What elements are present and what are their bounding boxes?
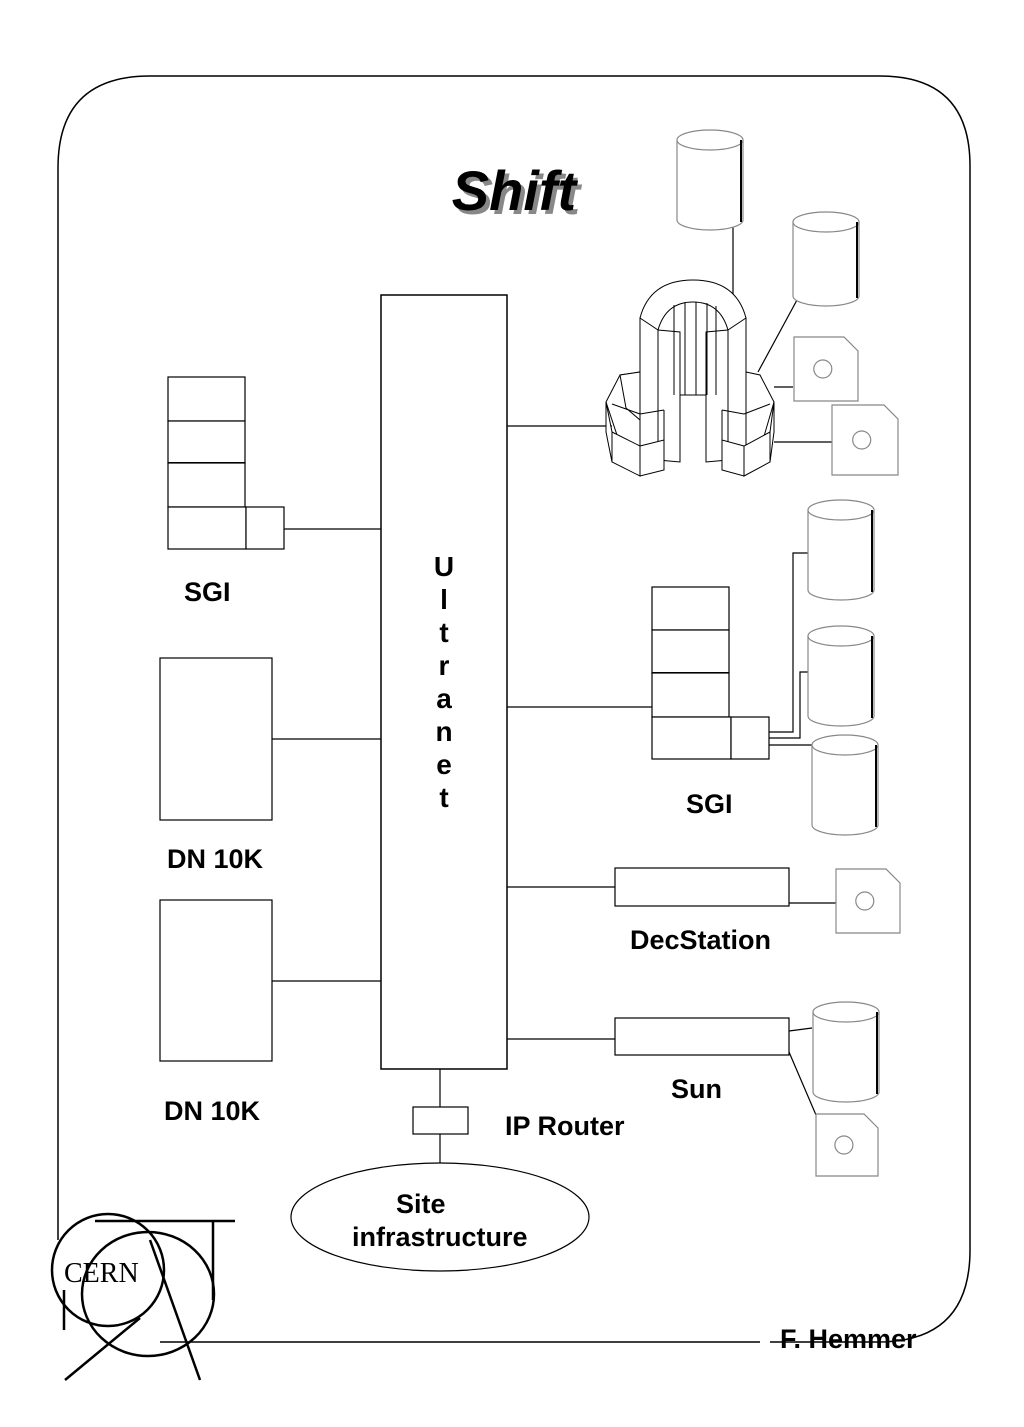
disk-cylinder-icon xyxy=(812,1001,880,1103)
sun-tape-link xyxy=(788,1051,817,1116)
cray-supercomputer-icon xyxy=(605,279,775,477)
ultranet-letter: e xyxy=(436,749,452,780)
dn10k-2-box xyxy=(159,899,273,1062)
ultranet-letter: U xyxy=(434,551,454,582)
dn10k-1-box xyxy=(159,657,273,821)
svg-text:Shift: Shift xyxy=(456,163,583,226)
ultranet-letter: t xyxy=(439,617,448,648)
sgi-right-disk-link-2 xyxy=(769,671,808,739)
disk-cylinder-icon xyxy=(676,129,744,231)
site-infrastructure-ellipse xyxy=(290,1162,590,1272)
tape-cartridge-icon xyxy=(815,1113,879,1177)
page-title: Shift Shift xyxy=(452,159,583,226)
disk-cylinder-icon xyxy=(807,625,875,727)
disk-cylinder-icon xyxy=(807,499,875,601)
ultranet-backbone xyxy=(380,294,508,1070)
ultranet-letter: l xyxy=(440,584,448,615)
ip-router-box xyxy=(412,1106,469,1135)
decstation-box xyxy=(614,867,790,907)
ultranet-letter: r xyxy=(439,650,450,681)
ultranet-letter: t xyxy=(439,782,448,813)
decstation-label: DecStation xyxy=(630,925,771,955)
sgi-right-disk-link-1 xyxy=(769,552,808,733)
sun-disk-link xyxy=(788,1027,813,1032)
sun-label: Sun xyxy=(671,1074,722,1104)
peripherals xyxy=(676,129,901,1177)
sgi-left-label: SGI xyxy=(184,577,231,607)
cern-logo-text: CERN xyxy=(64,1258,139,1289)
sgi-left-workstation xyxy=(167,376,285,550)
ultranet-letter: n xyxy=(435,716,452,747)
dn10k-2-label: DN 10K xyxy=(164,1096,261,1126)
author-label: F. Hemmer xyxy=(780,1324,917,1354)
disk-cylinder-icon xyxy=(792,211,860,307)
cern-logo-icon: CERN xyxy=(50,1212,235,1381)
site-label-line2: infrastructure xyxy=(352,1222,528,1252)
sgi-right-workstation xyxy=(651,586,770,760)
tape-cartridge-icon xyxy=(793,336,859,402)
svg-text:Shift: Shift xyxy=(452,159,579,222)
tape-cartridge-icon xyxy=(835,868,901,934)
cray-disk-link-2 xyxy=(757,299,798,373)
ip-router-label: IP Router xyxy=(505,1111,625,1141)
slide-frame-left xyxy=(57,75,151,1240)
sun-box xyxy=(614,1017,790,1056)
slide-frame xyxy=(150,75,971,1343)
disk-cylinder-icon xyxy=(811,734,879,836)
tape-cartridge-icon xyxy=(831,404,899,476)
ultranet-letter: a xyxy=(436,683,452,714)
dn10k-1-label: DN 10K xyxy=(167,844,264,874)
sgi-right-label: SGI xyxy=(686,789,733,819)
site-label-line1: Site xyxy=(396,1189,446,1219)
